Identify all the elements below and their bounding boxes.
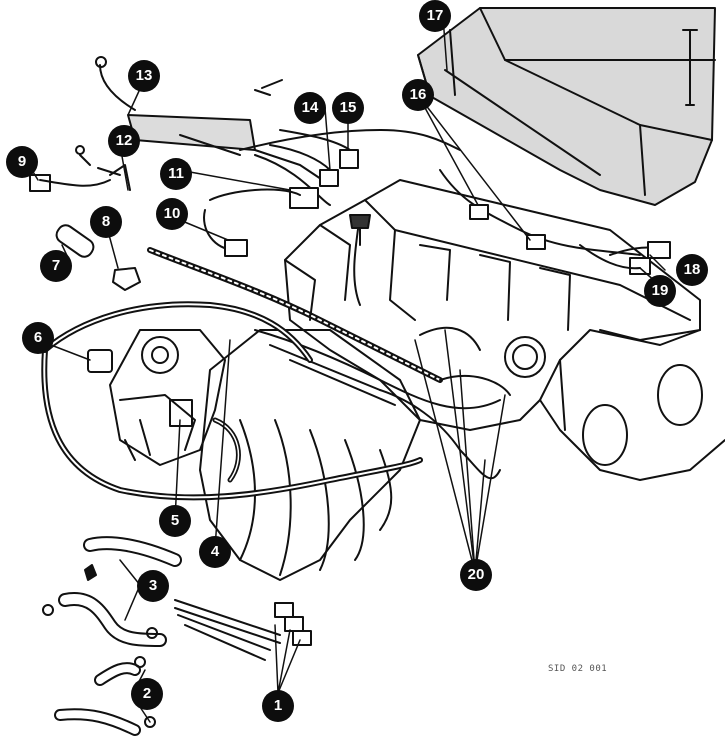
- upper-left-harness: [29, 56, 461, 257]
- hoses-3: [42, 536, 182, 647]
- reference-code: SID 02 001: [548, 664, 608, 674]
- callout-17[interactable]: 17: [419, 0, 451, 32]
- callout-20[interactable]: 20: [460, 559, 492, 591]
- right-subharness: [439, 169, 671, 275]
- callout-14[interactable]: 14: [294, 92, 326, 124]
- connectors-14-15: [269, 129, 359, 187]
- callout-16[interactable]: 16: [402, 79, 434, 111]
- top-cover: [417, 7, 716, 206]
- wire-harness: [147, 214, 511, 480]
- fasteners: [349, 29, 698, 246]
- callout-18[interactable]: 18: [676, 254, 708, 286]
- pipes-1: [174, 599, 312, 661]
- callout-8[interactable]: 8: [90, 206, 122, 238]
- callout-3[interactable]: 3: [137, 570, 169, 602]
- callout-15[interactable]: 15: [332, 92, 364, 124]
- small-hose: [55, 224, 95, 258]
- callout-19[interactable]: 19: [644, 275, 676, 307]
- throttle-body: [109, 329, 226, 466]
- callout-4[interactable]: 4: [199, 536, 231, 568]
- intake-manifold: [199, 329, 421, 581]
- hoses-2: [54, 656, 156, 736]
- grommet: [112, 267, 141, 291]
- callout-6[interactable]: 6: [22, 322, 54, 354]
- callout-5[interactable]: 5: [159, 505, 191, 537]
- callout-1[interactable]: 1: [262, 690, 294, 722]
- callout-11[interactable]: 11: [160, 158, 192, 190]
- callout-9[interactable]: 9: [6, 146, 38, 178]
- callout-7[interactable]: 7: [40, 250, 72, 282]
- callout-2[interactable]: 2: [131, 678, 163, 710]
- callout-13[interactable]: 13: [128, 60, 160, 92]
- breather-hose: [41, 301, 423, 501]
- callout-10[interactable]: 10: [156, 198, 188, 230]
- callout-12[interactable]: 12: [108, 125, 140, 157]
